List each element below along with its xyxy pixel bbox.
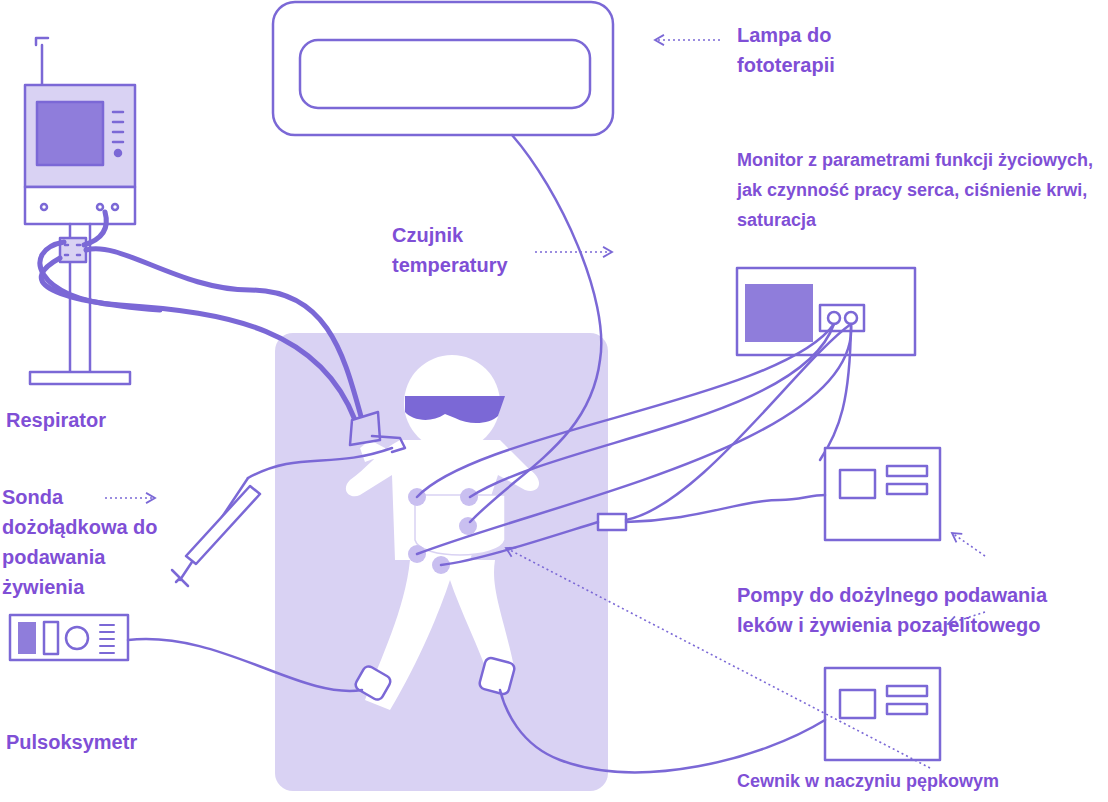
monitor-label: Monitor z parametrami funkcji życiowych,…: [737, 145, 1105, 235]
tube-label: Sonda dożołądkowa do podawania żywienia: [2, 482, 162, 602]
pumps-label: Pompy do dożylnego podawania leków i żyw…: [737, 580, 1067, 640]
catheter-label: Cewnik w naczyniu pępkowym: [737, 766, 1105, 796]
lamp-label: Lampa do fototerapii: [737, 20, 907, 80]
sensor-label: Czujnik temperatury: [392, 220, 532, 280]
oximeter-label: Pulsoksymetr: [6, 727, 206, 757]
respirator-label: Respirator: [6, 405, 166, 435]
